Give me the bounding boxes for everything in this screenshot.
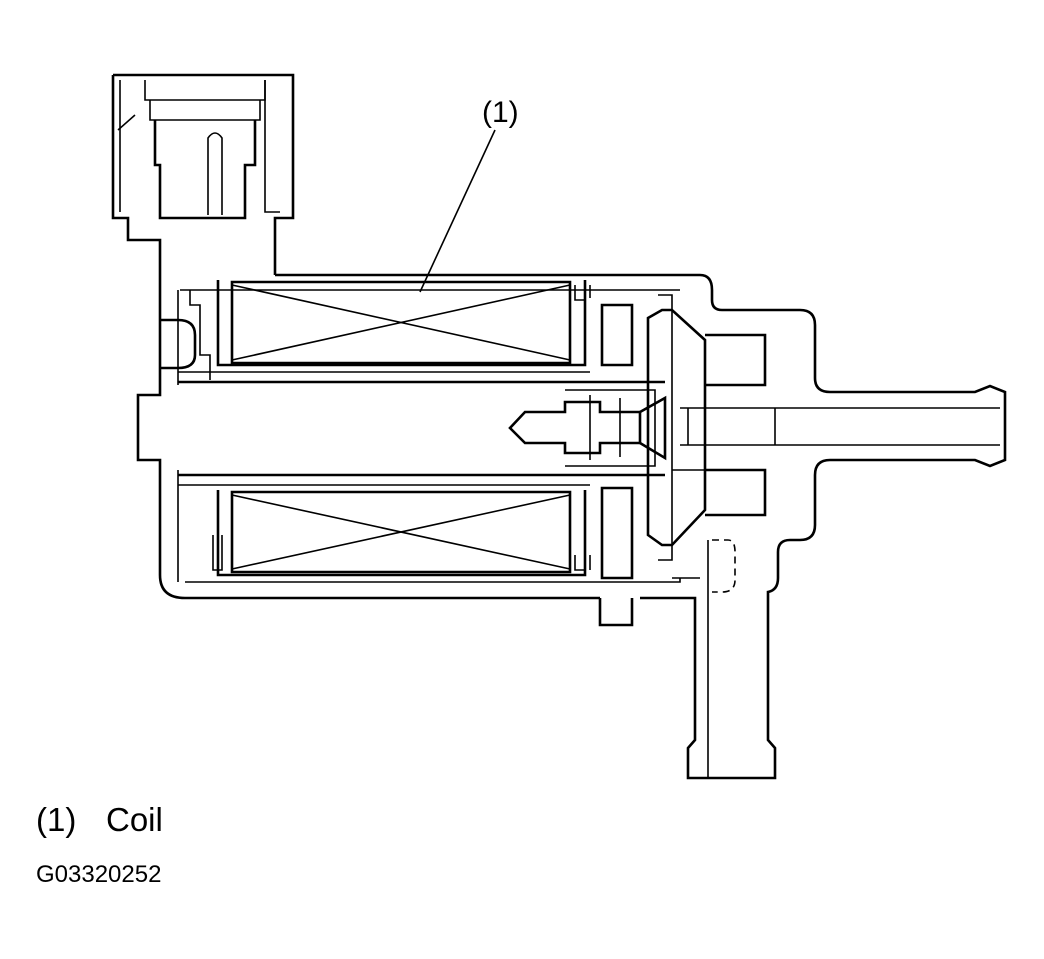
legend: (1) Coil <box>36 796 163 844</box>
valve-housing <box>136 273 1007 780</box>
outlet-pipe <box>598 539 736 778</box>
connector <box>111 73 295 318</box>
callout-1: (1) <box>419 96 519 293</box>
terminal-tab <box>160 290 211 380</box>
solenoid-valve-cross-section: (1) <box>111 73 1007 780</box>
valve-seat <box>646 294 1000 579</box>
coil-winding-lower <box>216 490 587 577</box>
callout-1-label: (1) <box>482 96 519 129</box>
legend-name: Coil <box>106 801 163 838</box>
armature-stop <box>212 285 634 580</box>
plunger-core <box>178 371 667 486</box>
figure-code: G03320252 <box>36 861 162 888</box>
legend-number: (1) <box>36 801 77 838</box>
coil-winding-upper <box>216 280 587 367</box>
